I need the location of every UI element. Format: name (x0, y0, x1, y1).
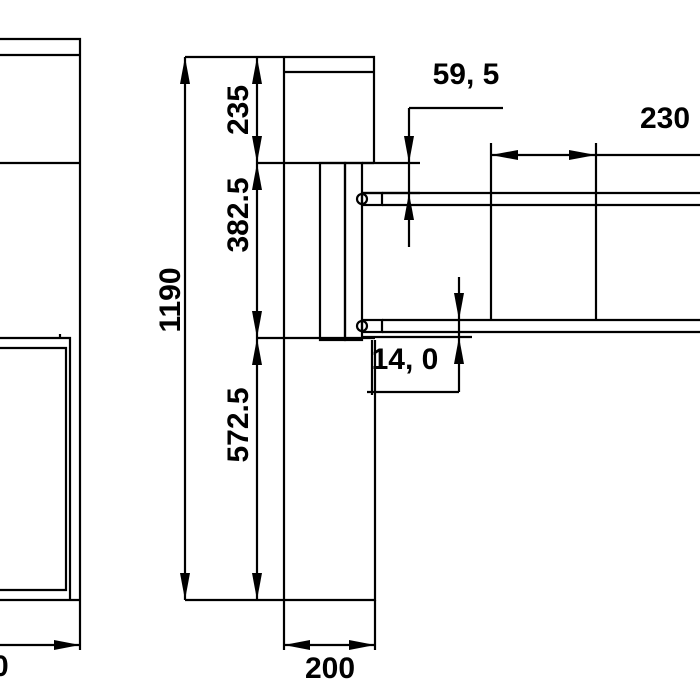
section-height-dimensions (252, 57, 262, 600)
front-view-width-dimension (0, 600, 82, 650)
top-rail-offset-label: 59, 5 (433, 58, 500, 91)
middle-section-label: 382.5 (222, 177, 255, 252)
bottom-rail-offset-label: 14, 0 (372, 343, 439, 376)
bottom-section-label: 572.5 (222, 387, 255, 462)
rail-length-dimension (491, 150, 700, 160)
depth-label: 200 (305, 652, 355, 685)
total-height-dimension (180, 55, 284, 602)
top-rail-offset-dimension (362, 106, 503, 247)
rail-length-label: 230 (640, 102, 690, 135)
total-height-label: 1190 (154, 267, 187, 332)
bottom-rail-offset-dimension (362, 277, 472, 395)
front-view-cabinet (0, 37, 82, 602)
depth-dimension (282, 600, 377, 650)
side-view-cabinet (257, 55, 377, 602)
top-section-label: 235 (222, 85, 255, 135)
pull-out-rails (355, 143, 700, 334)
width-dimension-label: 0 (0, 650, 9, 683)
